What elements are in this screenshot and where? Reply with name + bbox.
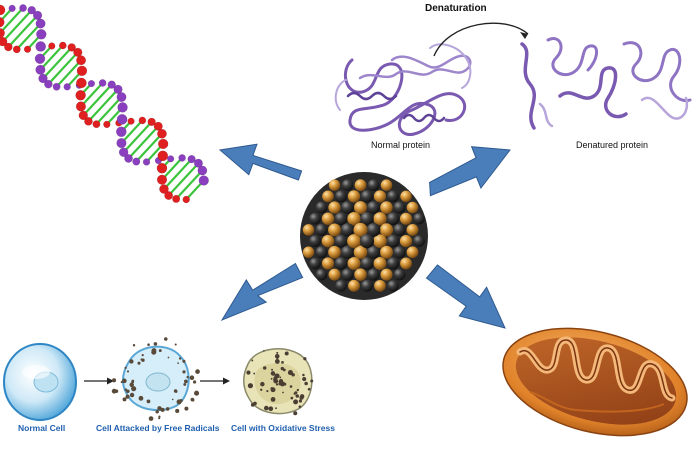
denaturation-label: Denaturation (425, 3, 487, 14)
nanoparticle-cluster-icon (300, 172, 428, 300)
arrow-to-dna-icon (218, 143, 303, 181)
process-arrow-icon (107, 377, 114, 385)
normal-protein-icon (334, 43, 472, 136)
mitochondrion-icon (502, 327, 688, 437)
normal-cell-label: Normal Cell (18, 423, 66, 433)
stressed-cell-icon (243, 348, 314, 416)
dna-helix-icon (0, 4, 209, 204)
arrow-to-mitochondrion-icon (425, 264, 506, 329)
arrows (218, 143, 511, 329)
normal-protein-label: Normal protein (371, 140, 431, 150)
process-arrow-icon (223, 377, 230, 385)
denaturation-arrow-icon (433, 22, 529, 57)
stressed-cell-label: Cell with Oxidative Stress (231, 423, 335, 433)
arrow-to-protein-icon (429, 146, 511, 197)
arrow-to-cell-icon (220, 262, 304, 322)
attacked-cell-label: Cell Attacked by Free Radicals (96, 423, 220, 433)
denatured-protein-icon (520, 37, 692, 130)
cell-panel (3, 337, 314, 421)
normal-cell-icon (3, 343, 77, 421)
protein-panel (334, 22, 692, 136)
denatured-protein-label: Denatured protein (576, 140, 649, 150)
attacked-cell-icon (111, 337, 200, 421)
